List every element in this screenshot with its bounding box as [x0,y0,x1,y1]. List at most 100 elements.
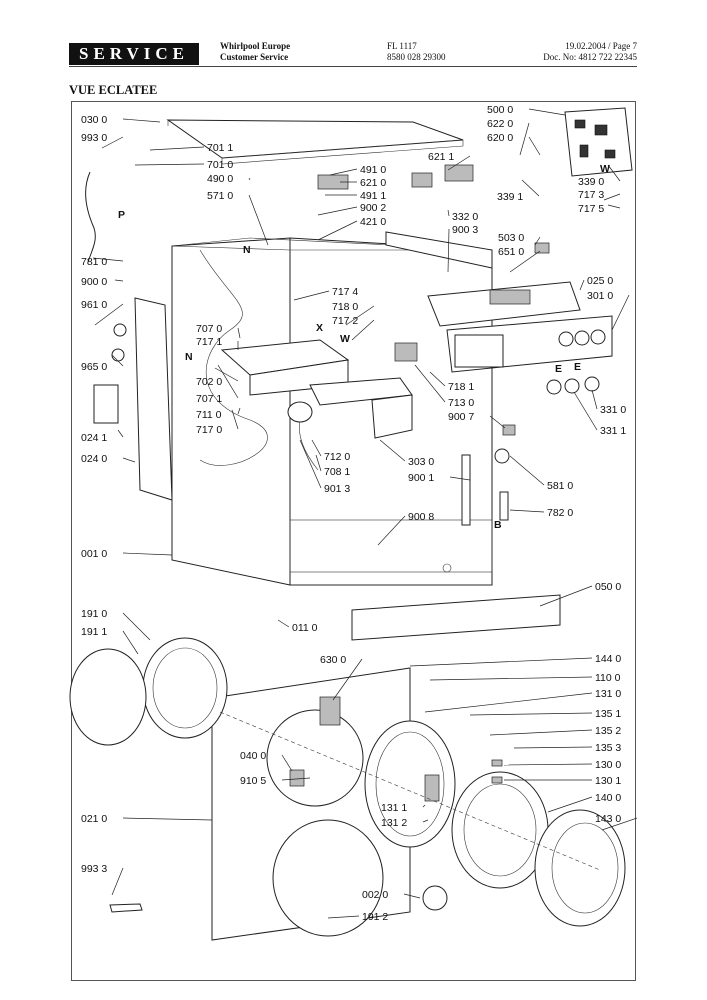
part-label: 135 3 [595,742,621,754]
header-rule [69,66,637,67]
leader-line [248,177,251,181]
leader-line [237,327,241,339]
leader-line [611,294,630,331]
part-label: 961 0 [81,299,107,311]
leader-line [534,236,541,246]
part-label: 002 0 [362,889,388,901]
leader-line [414,364,446,403]
leader-line [149,146,205,151]
part-label: 131 0 [595,688,621,700]
part-label: 030 0 [81,114,107,126]
leader-line [429,371,446,387]
door-frame [364,720,456,848]
leader-line [317,220,358,241]
part-label: 110 0 [595,672,621,684]
control-panel-assembly [427,281,613,373]
leader-line [92,257,124,262]
leader-line [509,250,541,273]
part-label: 717 3 [578,189,604,201]
part-label: 191 2 [362,911,388,923]
part-label: 191 0 [81,608,107,620]
part-label: 140 0 [595,792,621,804]
rear-panel [134,297,173,501]
leader-line [422,804,426,808]
leader-line [122,118,161,123]
part-label: 621 1 [428,151,454,163]
part-label: 303 0 [408,456,434,468]
part-label: 711 0 [196,409,222,421]
part-label: 421 0 [360,216,386,228]
part-label: 782 0 [547,507,573,519]
door-bellows [142,637,228,739]
part-label: 717 5 [578,203,604,215]
leader-line [122,612,151,641]
part-label: 717 2 [332,315,358,327]
reference-letter: X [316,322,323,334]
leader-line [317,206,358,216]
part-label: 135 2 [595,725,621,737]
part-label: 621 0 [360,177,386,189]
part-label: 144 0 [595,653,621,665]
part-label: 503 0 [498,232,524,244]
part-label: 339 0 [578,176,604,188]
leader-line [277,619,290,628]
part-label: 900 1 [408,472,434,484]
leader-line [122,457,136,463]
part-label: 718 0 [332,301,358,313]
leader-line [217,364,239,399]
company-name: Whirlpool Europe [220,41,291,51]
part-label: 630 0 [320,654,346,666]
model-block: FL 1117 8580 028 29300 [387,41,446,63]
leader-line [509,455,545,486]
leader-line [293,290,330,301]
leader-line [329,168,358,176]
part-label: 712 0 [324,451,350,463]
part-label: 622 0 [487,118,513,130]
reference-letter: N [243,244,251,256]
model-name: FL 1117 [387,41,417,51]
reference-letter: B [494,519,502,531]
door-outer-ring [534,809,626,927]
part-label: 021 0 [81,813,107,825]
leader-line [351,319,375,341]
leader-line [403,893,421,899]
leader-line [237,407,241,415]
leader-line [409,657,593,667]
leader-line [111,354,124,367]
part-label: 900 3 [452,224,478,236]
leader-line [281,777,311,781]
part-label: 130 1 [595,775,621,787]
leader-line [332,658,363,701]
part-label: 701 0 [207,159,233,171]
part-label: 001 0 [81,548,107,560]
part-label: 490 0 [207,173,233,185]
leader-line [122,630,139,655]
leader-line [607,204,621,209]
part-label: 717 1 [196,336,222,348]
part-label: 500 0 [487,104,513,116]
leader-line [521,179,540,197]
leader-line [315,454,322,472]
company-department: Customer Service [220,52,289,62]
leader-line [248,194,269,246]
part-label: 581 0 [547,480,573,492]
leader-line [422,819,429,823]
detergent-dispenser [220,339,413,439]
leader-line [447,155,471,171]
pump [287,401,313,423]
spanner-tool [109,903,143,913]
leader-line [231,409,239,430]
leader-line [489,415,506,429]
leader-line [449,476,471,481]
date-page: 19.02.2004 / Page 7 [565,41,637,51]
part-label: 331 0 [600,404,626,416]
leader-line [503,763,593,766]
part-label: 910 5 [240,775,266,787]
leader-line [489,729,593,736]
part-label: 332 0 [452,211,478,223]
leader-line [299,439,322,489]
service-banner: SERVICE [69,43,199,65]
part-label: 900 0 [81,276,107,288]
leader-line [547,796,593,813]
